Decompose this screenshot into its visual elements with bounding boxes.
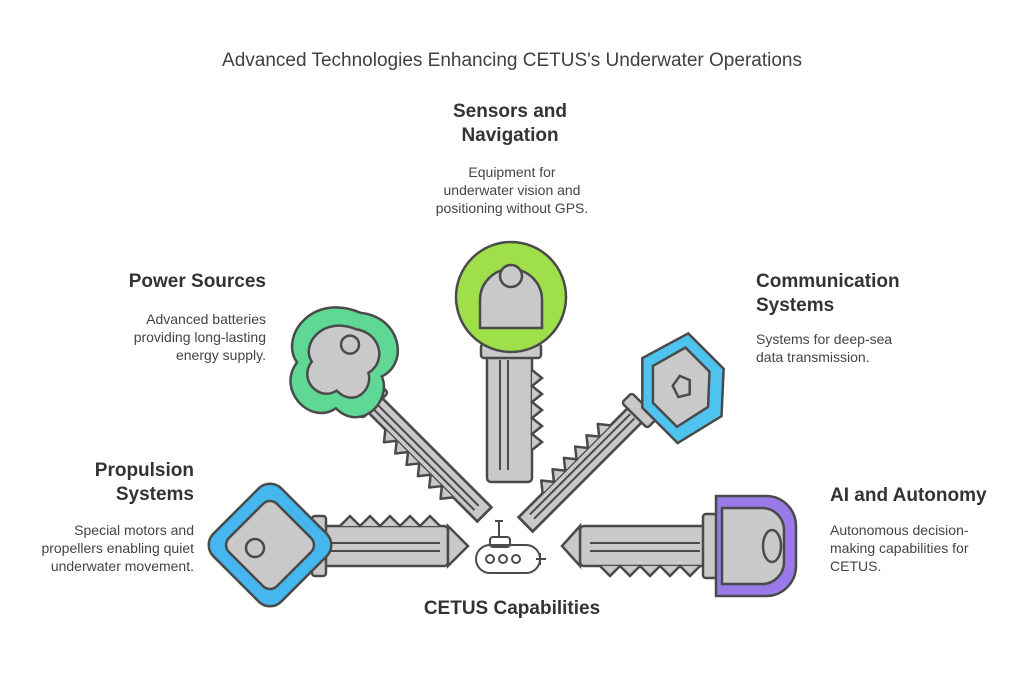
desc-ai-autonomy: Autonomous decision- making capabilities…: [830, 521, 1020, 575]
heading-sensors-navigation: Sensors and Navigation: [410, 100, 610, 148]
key-power-sources: [289, 306, 493, 530]
heading-line: Navigation: [461, 125, 559, 146]
desc-line: positioning without GPS.: [435, 200, 589, 216]
center-label: CETUS Capabilities: [423, 598, 601, 619]
heading-communication-systems: Communication Systems: [756, 270, 976, 318]
desc-line: underwater vision and: [443, 182, 581, 198]
desc-line: providing long-lasting: [133, 329, 266, 345]
desc-line: Equipment for: [468, 164, 556, 180]
desc-line: propellers enabling quiet: [41, 540, 194, 556]
heading-line: Systems: [115, 484, 194, 505]
key-communication-systems: [510, 331, 725, 533]
heading-line: Sensors and: [452, 101, 568, 122]
desc-line: energy supply.: [175, 347, 266, 363]
heading-propulsion-systems: Propulsion Systems: [0, 459, 194, 507]
desc-line: Systems for deep-sea: [756, 331, 893, 347]
heading-line: Propulsion: [94, 460, 194, 481]
diagram-title: Advanced Technologies Enhancing CETUS's …: [222, 50, 802, 71]
desc-communication-systems: Systems for deep-sea data transmission.: [756, 330, 976, 366]
desc-power-sources: Advanced batteries providing long-lastin…: [66, 310, 266, 364]
heading-line: Systems: [756, 295, 835, 316]
desc-line: making capabilities for: [830, 540, 969, 556]
heading-line: Communication: [756, 271, 900, 292]
desc-sensors-navigation: Equipment for underwater vision and posi…: [400, 163, 624, 217]
heading-power-sources: Power Sources: [66, 270, 266, 294]
desc-line: Advanced batteries: [146, 311, 266, 327]
desc-line: underwater movement.: [50, 558, 194, 574]
desc-line: Autonomous decision-: [830, 522, 969, 538]
heading-line: Power Sources: [128, 271, 266, 292]
desc-propulsion-systems: Special motors and propellers enabling q…: [0, 521, 194, 575]
key-sensors-navigation: [454, 240, 568, 484]
desc-line: Special motors and: [74, 522, 194, 538]
heading-line: AI and Autonomy: [830, 485, 987, 506]
heading-ai-autonomy: AI and Autonomy: [830, 484, 1020, 508]
submarine-icon: [475, 520, 546, 574]
desc-line: CETUS.: [830, 558, 882, 574]
key-ai-autonomy: [560, 494, 798, 598]
desc-line: data transmission.: [756, 349, 870, 365]
key-propulsion-systems: [207, 482, 470, 608]
